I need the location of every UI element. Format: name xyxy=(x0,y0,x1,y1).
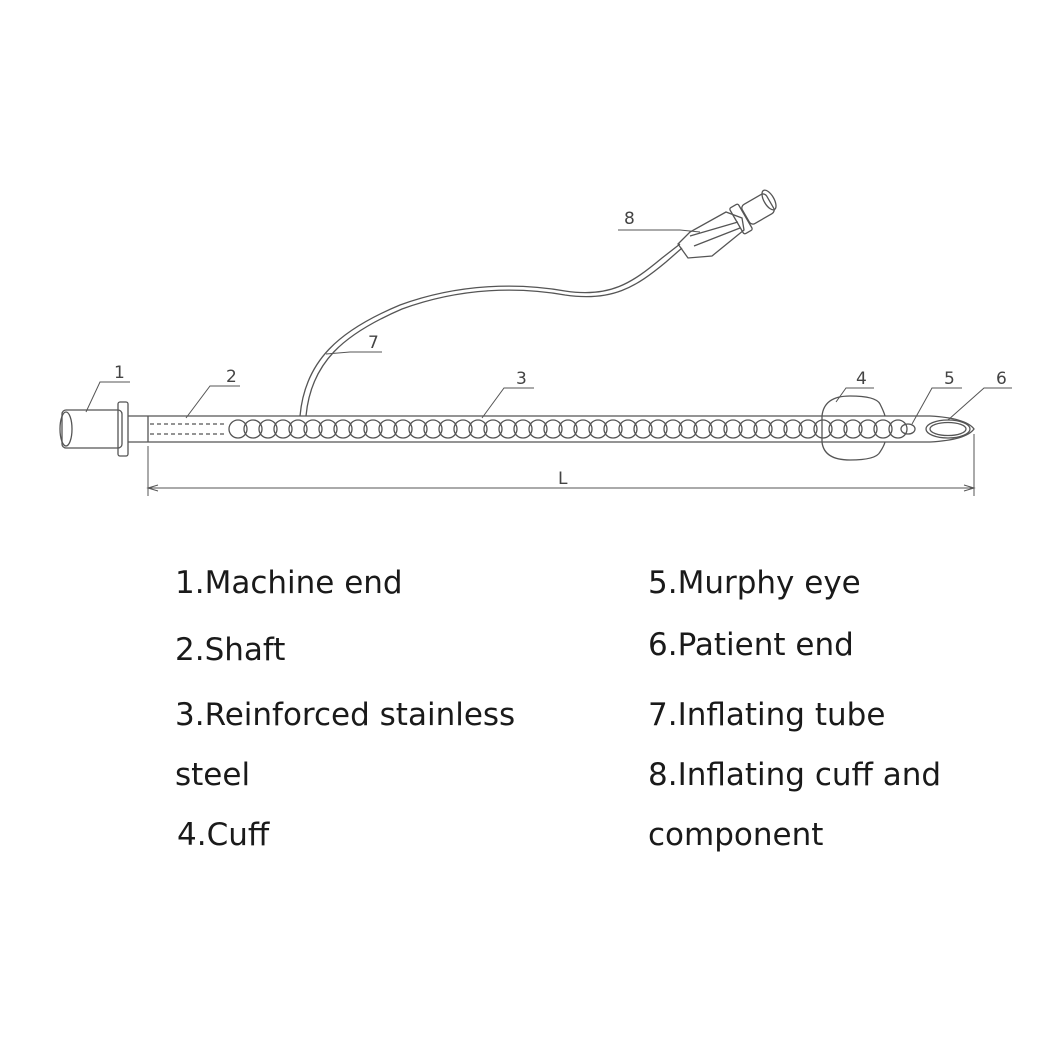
coil-loop xyxy=(333,419,353,439)
callout-7: 7 xyxy=(368,333,379,353)
coil-loop xyxy=(348,419,368,439)
coil-loop xyxy=(258,419,278,439)
legend-item-4: 4.Cuff xyxy=(177,817,270,853)
coil-loop xyxy=(243,419,263,439)
coil-loop xyxy=(828,419,848,439)
coil-loop xyxy=(483,419,503,439)
coil-loop xyxy=(693,419,713,439)
coil-loop xyxy=(438,419,458,439)
coil-loop xyxy=(453,419,473,439)
coil-loop xyxy=(408,419,428,439)
coil-loop xyxy=(228,419,248,439)
inflating-tube xyxy=(299,243,681,417)
coil-loop xyxy=(873,419,893,439)
coil-loop xyxy=(663,419,683,439)
coil-loop xyxy=(393,419,413,439)
legend-item-3-line-1: 3.Reinforced stainless xyxy=(175,697,516,733)
legend-item-6: 6.Patient end xyxy=(648,627,854,663)
length-dimension xyxy=(146,434,976,496)
legend-item-8-line-2: component xyxy=(648,817,824,853)
coil-loop xyxy=(573,419,593,439)
coil-loop xyxy=(603,419,623,439)
coil-loop xyxy=(378,419,398,439)
callout-2: 2 xyxy=(226,367,237,387)
callout-4: 4 xyxy=(856,369,867,389)
coil-loop xyxy=(588,419,608,439)
coil-loop xyxy=(768,419,788,439)
coil-loop xyxy=(888,419,908,439)
coil-loop xyxy=(318,419,338,439)
callout-labels: 1 2 3 4 5 6 7 8 L xyxy=(114,209,1007,489)
coil-loop xyxy=(843,419,863,439)
legend-item-5: 5.Murphy eye xyxy=(648,565,861,601)
callout-1: 1 xyxy=(114,363,125,383)
coil-loop xyxy=(678,419,698,439)
coil-loop xyxy=(813,419,833,439)
machine-end-connector xyxy=(59,401,148,457)
endotracheal-tube-diagram: 1 2 3 4 5 6 7 8 L xyxy=(59,189,1012,496)
coil-loop xyxy=(513,419,533,439)
murphy-eye xyxy=(900,423,916,435)
coil-loop xyxy=(423,419,443,439)
coil-loop xyxy=(633,419,653,439)
coil-loop xyxy=(303,419,323,439)
legend-item-7: 7.Inflating tube xyxy=(648,697,886,733)
legend-item-8-line-1: 8.Inflating cuff and xyxy=(648,757,942,793)
callout-5: 5 xyxy=(944,369,955,389)
patient-end xyxy=(900,415,975,443)
coil-loop xyxy=(723,419,743,439)
callout-3: 3 xyxy=(516,369,527,389)
coil-loop xyxy=(273,419,293,439)
dimension-label: L xyxy=(558,469,568,489)
coil-loop xyxy=(528,419,548,439)
coil-loop xyxy=(798,419,818,439)
tube-shaft xyxy=(147,415,918,443)
coil-loop xyxy=(288,419,308,439)
coil-loop xyxy=(858,419,878,439)
coil-loop xyxy=(738,419,758,439)
coil-loop xyxy=(558,419,578,439)
coil-loop xyxy=(753,419,773,439)
legend-item-3-line-2: steel xyxy=(175,757,251,793)
inflating-cuff-component xyxy=(677,189,777,259)
coil-loop xyxy=(708,419,728,439)
coil-loop xyxy=(783,419,803,439)
legend-item-1: 1.Machine end xyxy=(175,565,403,601)
reinforcement-coil xyxy=(228,419,908,439)
coil-loop xyxy=(618,419,638,439)
legend-item-2: 2.Shaft xyxy=(175,632,286,668)
leader-lines xyxy=(85,229,1012,425)
coil-loop xyxy=(468,419,488,439)
cuff xyxy=(821,395,886,461)
coil-loop xyxy=(543,419,563,439)
coil-loop xyxy=(363,419,383,439)
coil-loop xyxy=(648,419,668,439)
callout-6: 6 xyxy=(996,369,1007,389)
coil-loop xyxy=(498,419,518,439)
callout-8: 8 xyxy=(624,209,635,229)
